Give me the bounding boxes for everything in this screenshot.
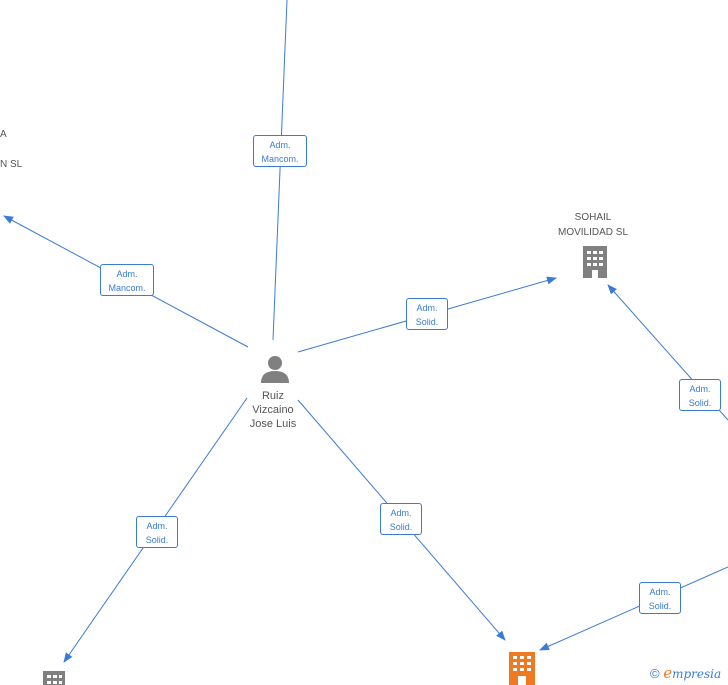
edge-label-type: Solid. xyxy=(389,522,413,532)
edge-label-role: Adm. xyxy=(416,303,438,313)
copyright-icon: © xyxy=(650,666,660,681)
edge-label-bottom-left[interactable]: Adm. Solid. xyxy=(136,516,178,548)
building-icon[interactable] xyxy=(583,246,607,278)
empresia-logo-text: mpresia xyxy=(672,667,722,681)
company-name-sohail[interactable]: SOHAIL MOVILIDAD SL xyxy=(543,210,643,240)
edge-label-type: Solid. xyxy=(648,601,672,611)
person-name-line: Vizcaino xyxy=(252,404,294,416)
edge-label-sohail[interactable]: Adm. Solid. xyxy=(406,298,448,330)
edge-right-lower xyxy=(539,566,728,651)
empresia-logo-initial: e xyxy=(663,664,673,682)
company-name-line: SOHAIL xyxy=(574,212,612,223)
company-name-line: MOVILIDAD SL xyxy=(557,227,629,238)
edge-label-type: Mancom. xyxy=(261,154,299,164)
company-name-line: N SL xyxy=(0,159,23,170)
edge-label-right-lower[interactable]: Adm. Solid. xyxy=(639,582,681,614)
person-name-line: Jose Luis xyxy=(249,418,297,430)
edge-label-role: Adm. xyxy=(116,269,138,279)
company-name-cut-left[interactable]: A N SL xyxy=(0,128,22,172)
person-name-line: Ruiz xyxy=(261,390,284,402)
building-icon-highlighted[interactable] xyxy=(509,652,535,685)
edge-label-role: Adm. xyxy=(269,140,291,150)
edge-label-right-upper[interactable]: Adm. Solid. xyxy=(679,379,721,411)
company-name-line: A xyxy=(0,129,7,140)
person-icon[interactable] xyxy=(261,356,289,383)
building-icon-bottom-left[interactable] xyxy=(43,671,65,685)
person-name[interactable]: Ruiz Vizcaino Jose Luis xyxy=(233,389,313,431)
edge-label-role: Adm. xyxy=(390,508,412,518)
empresia-logo: empresia xyxy=(663,664,722,682)
edge-label-role: Adm. xyxy=(689,384,711,394)
edge-top xyxy=(272,0,288,341)
edge-label-type: Mancom. xyxy=(108,283,146,293)
edge-label-top[interactable]: Adm. Mancom. xyxy=(253,135,307,167)
edge-label-role: Adm. xyxy=(649,587,671,597)
copyright-footer: © empresia xyxy=(650,664,721,682)
edge-label-type: Solid. xyxy=(688,398,712,408)
edge-label-type: Solid. xyxy=(145,535,169,545)
edge-label-type: Solid. xyxy=(415,317,439,327)
edge-label-bottom-mid[interactable]: Adm. Solid. xyxy=(380,503,422,535)
edge-label-role: Adm. xyxy=(146,521,168,531)
edge-label-left[interactable]: Adm. Mancom. xyxy=(100,264,154,296)
